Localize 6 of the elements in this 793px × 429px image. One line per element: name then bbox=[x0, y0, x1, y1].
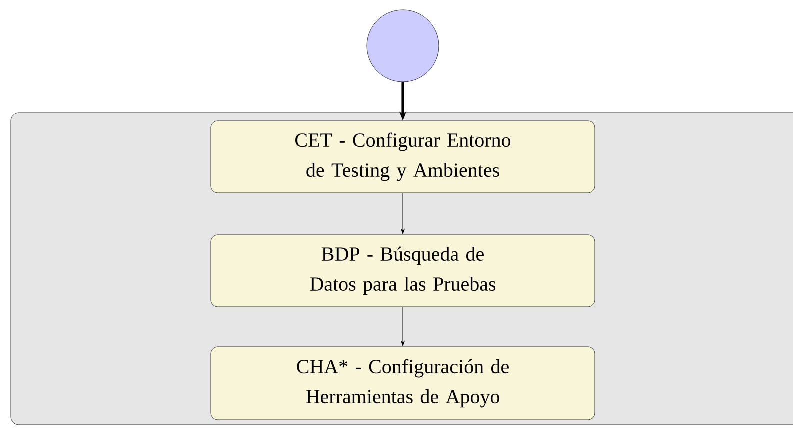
process-box: CHA* - Configuración de Herramientas de Apoyo bbox=[210, 346, 596, 420]
arrow bbox=[401, 306, 405, 346]
start-circle bbox=[366, 10, 440, 82]
arrow bbox=[401, 192, 405, 234]
process-box: BDP - Búsqueda de Datos para las Pruebas bbox=[210, 234, 596, 308]
process-box: CET - Configurar Entorno de Testing y Ambientes bbox=[210, 120, 596, 194]
